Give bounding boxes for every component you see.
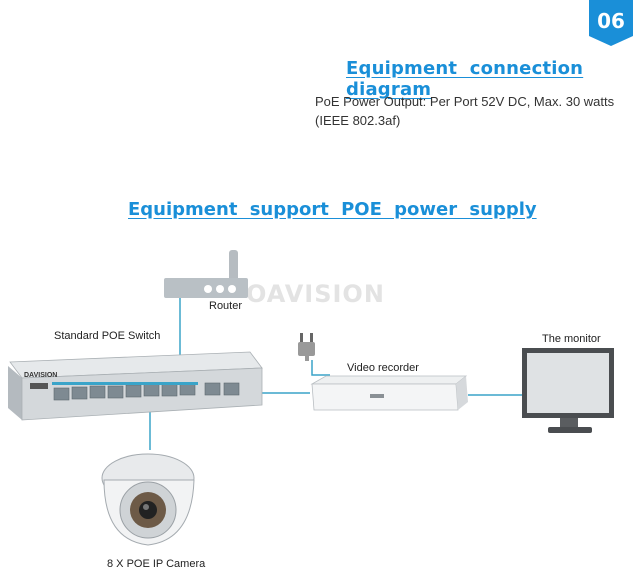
- spec-line-1: PoE Power Output: Per Port 52V DC, Max. …: [315, 94, 615, 109]
- cable-plug-recorder: [311, 360, 330, 376]
- router-label: Router: [209, 300, 243, 312]
- recorder-label: Video recorder: [347, 362, 419, 374]
- power-plug-icon: [298, 333, 315, 361]
- switch-label: Standard POE Switch: [54, 330, 161, 342]
- router-icon: [164, 250, 248, 298]
- dome-camera-icon: [101, 453, 195, 546]
- step-number: 06: [597, 9, 625, 33]
- spec-line-2: (IEEE 802.3af): [315, 113, 401, 128]
- nvr-icon: [310, 375, 468, 411]
- camera-label: 8 X POE IP Camera: [107, 558, 206, 570]
- brand-watermark: OAVISION: [246, 280, 385, 308]
- section-title: Equipment support POE power supply: [128, 199, 537, 220]
- monitor-icon: [522, 348, 614, 433]
- step-badge: [589, 0, 633, 46]
- diagram-title: Equipment connection diagram: [346, 58, 584, 100]
- monitor-label: The monitor: [542, 333, 601, 345]
- poe-switch-icon: [8, 351, 263, 421]
- switch-brand: DAVISION: [24, 372, 58, 379]
- cables: [149, 296, 525, 450]
